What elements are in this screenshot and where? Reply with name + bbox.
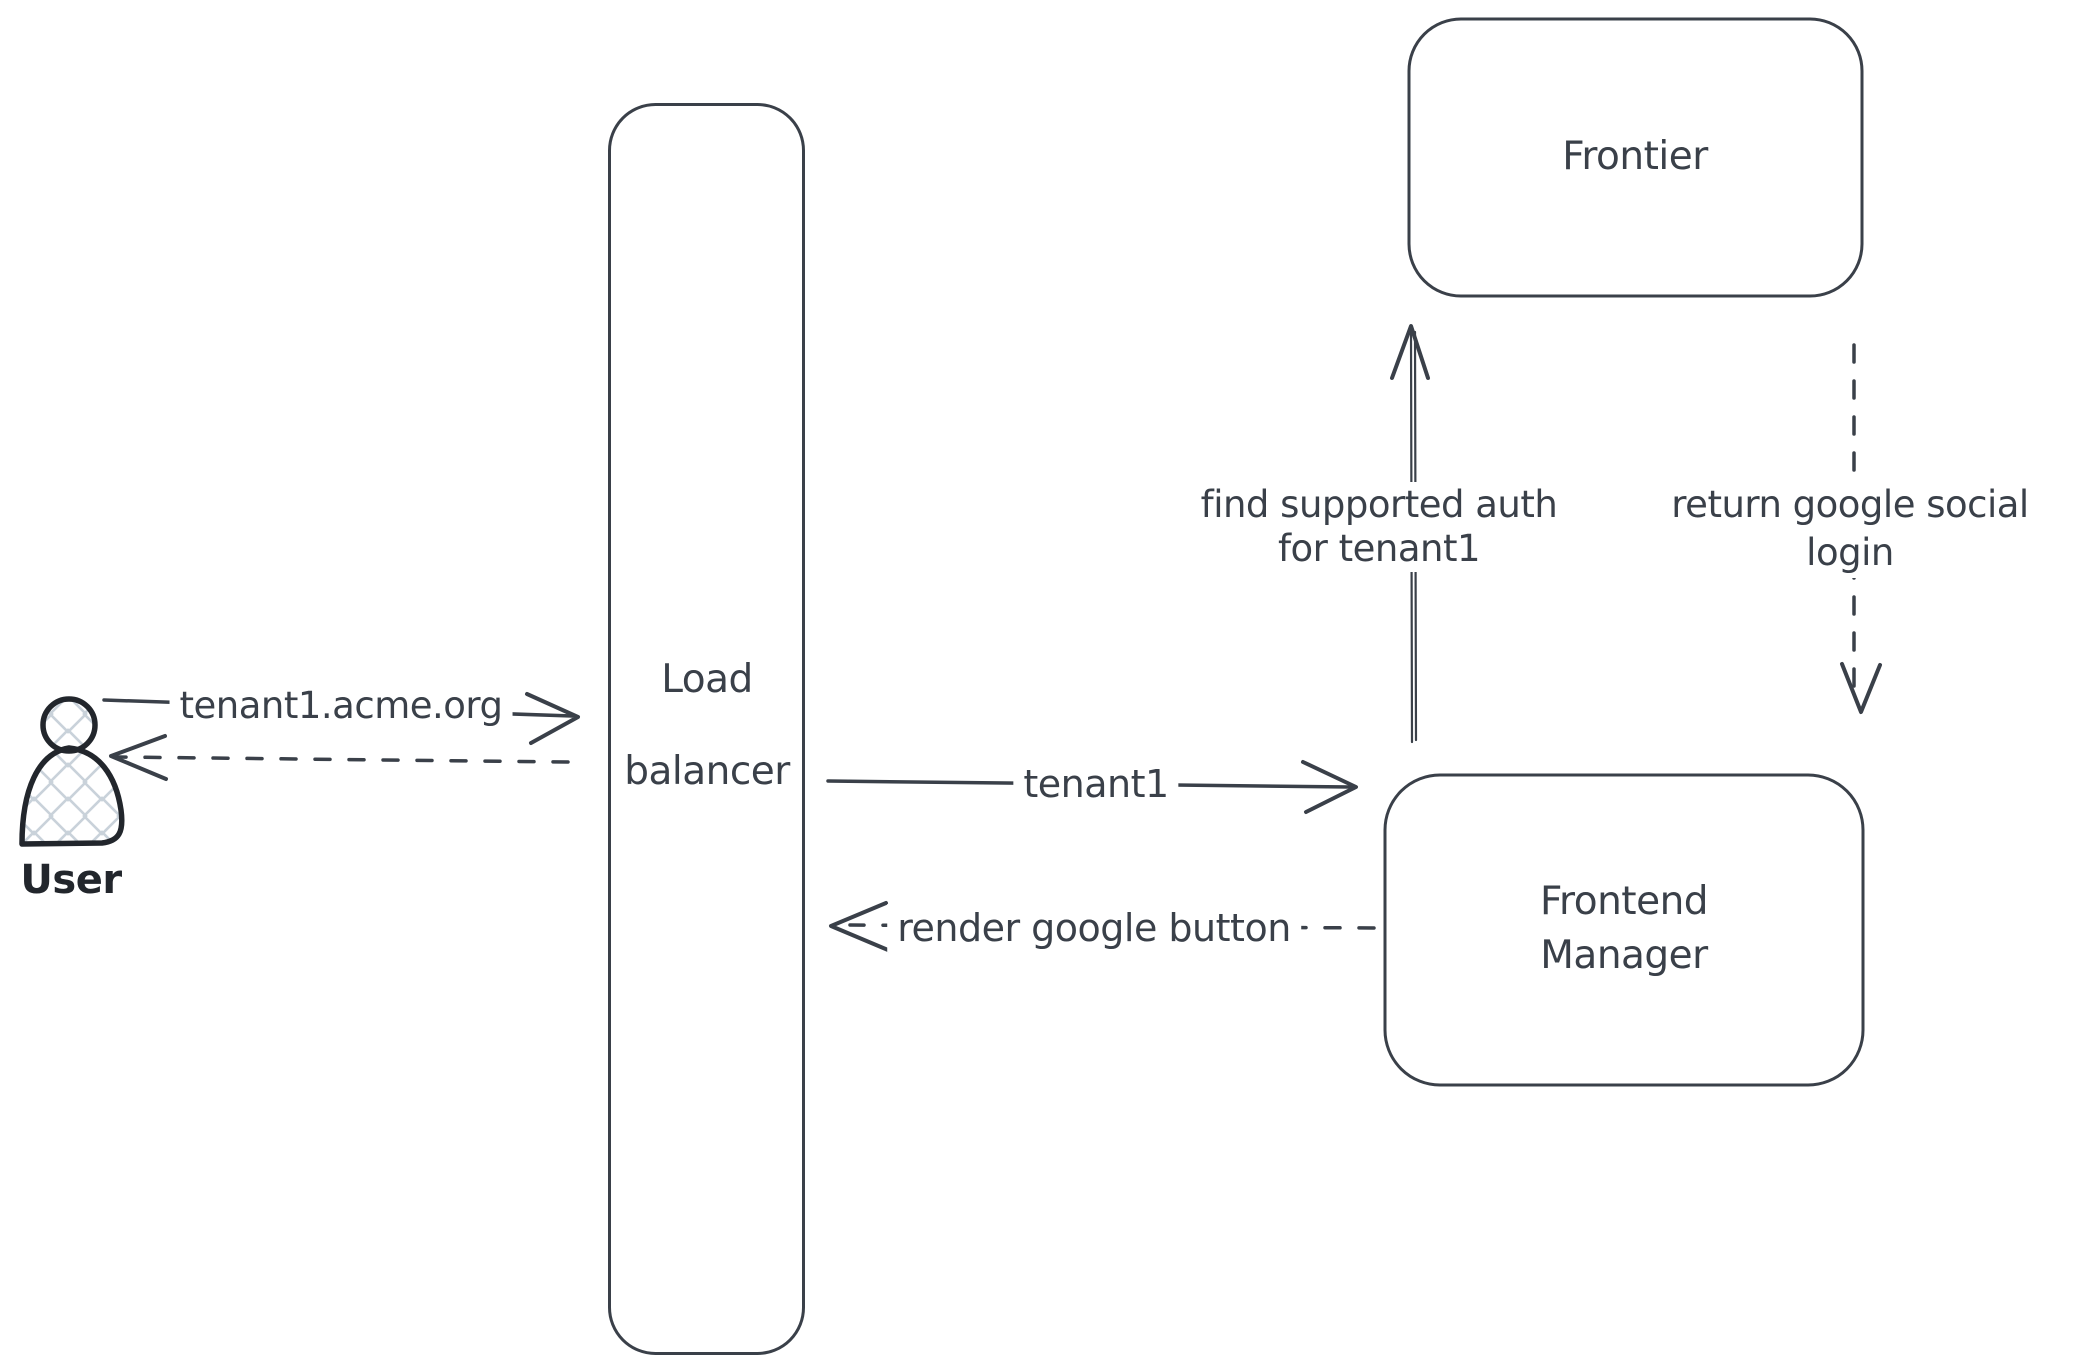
user-head	[40, 696, 98, 754]
load-balancer-label-line2: balancer	[624, 749, 790, 794]
frontend-manager-label-line2: Manager	[1540, 933, 1708, 978]
arrow-find-supported-auth-label-line1: find supported auth	[1200, 483, 1558, 526]
arrow-find-supported-auth-head	[1390, 324, 1430, 380]
arrow-request-domain-label: tenant1.acme.org	[169, 682, 513, 730]
user-label: User	[20, 857, 122, 903]
arrow-return-google-social-label: return google social login	[1661, 480, 2039, 578]
frontend-manager-label-line1: Frontend	[1539, 879, 1709, 924]
arrow-request-domain-head	[525, 692, 580, 745]
arrow-return-google-social-label-line2: login	[1806, 531, 1894, 574]
user-icon	[19, 696, 125, 847]
arrow-find-supported-auth-label: find supported auth for tenant1	[1190, 482, 1568, 572]
frontend-manager-label: Frontend Manager	[1539, 875, 1709, 983]
arrow-render-google-button-label: render google button	[887, 904, 1301, 952]
frontier-box	[1407, 17, 1864, 298]
arrow-return-google-social-label-line1: return google social	[1671, 483, 2029, 526]
load-balancer-box	[608, 103, 805, 1355]
load-balancer-label: Load balancer	[624, 657, 790, 795]
arrow-return-google-social	[1840, 343, 1882, 714]
load-balancer-label-line1: Load	[661, 657, 753, 702]
frontend-manager-box	[1383, 773, 1865, 1087]
arrow-find-supported-auth-label-line2: for tenant1	[1277, 527, 1481, 570]
user-body	[19, 745, 125, 847]
arrow-response-to-user-head	[109, 734, 168, 781]
arrow-response-to-user-line	[116, 755, 570, 764]
arrow-forward-tenant-head	[1301, 760, 1358, 814]
arrow-return-google-social-head	[1840, 662, 1882, 714]
arrow-forward-tenant-label: tenant1	[1013, 760, 1179, 808]
arrow-render-google-button-head	[829, 901, 890, 952]
arrow-response-to-user	[109, 734, 570, 781]
arrow-render-google-button	[829, 901, 1376, 952]
frontier-label: Frontier	[1562, 134, 1708, 179]
